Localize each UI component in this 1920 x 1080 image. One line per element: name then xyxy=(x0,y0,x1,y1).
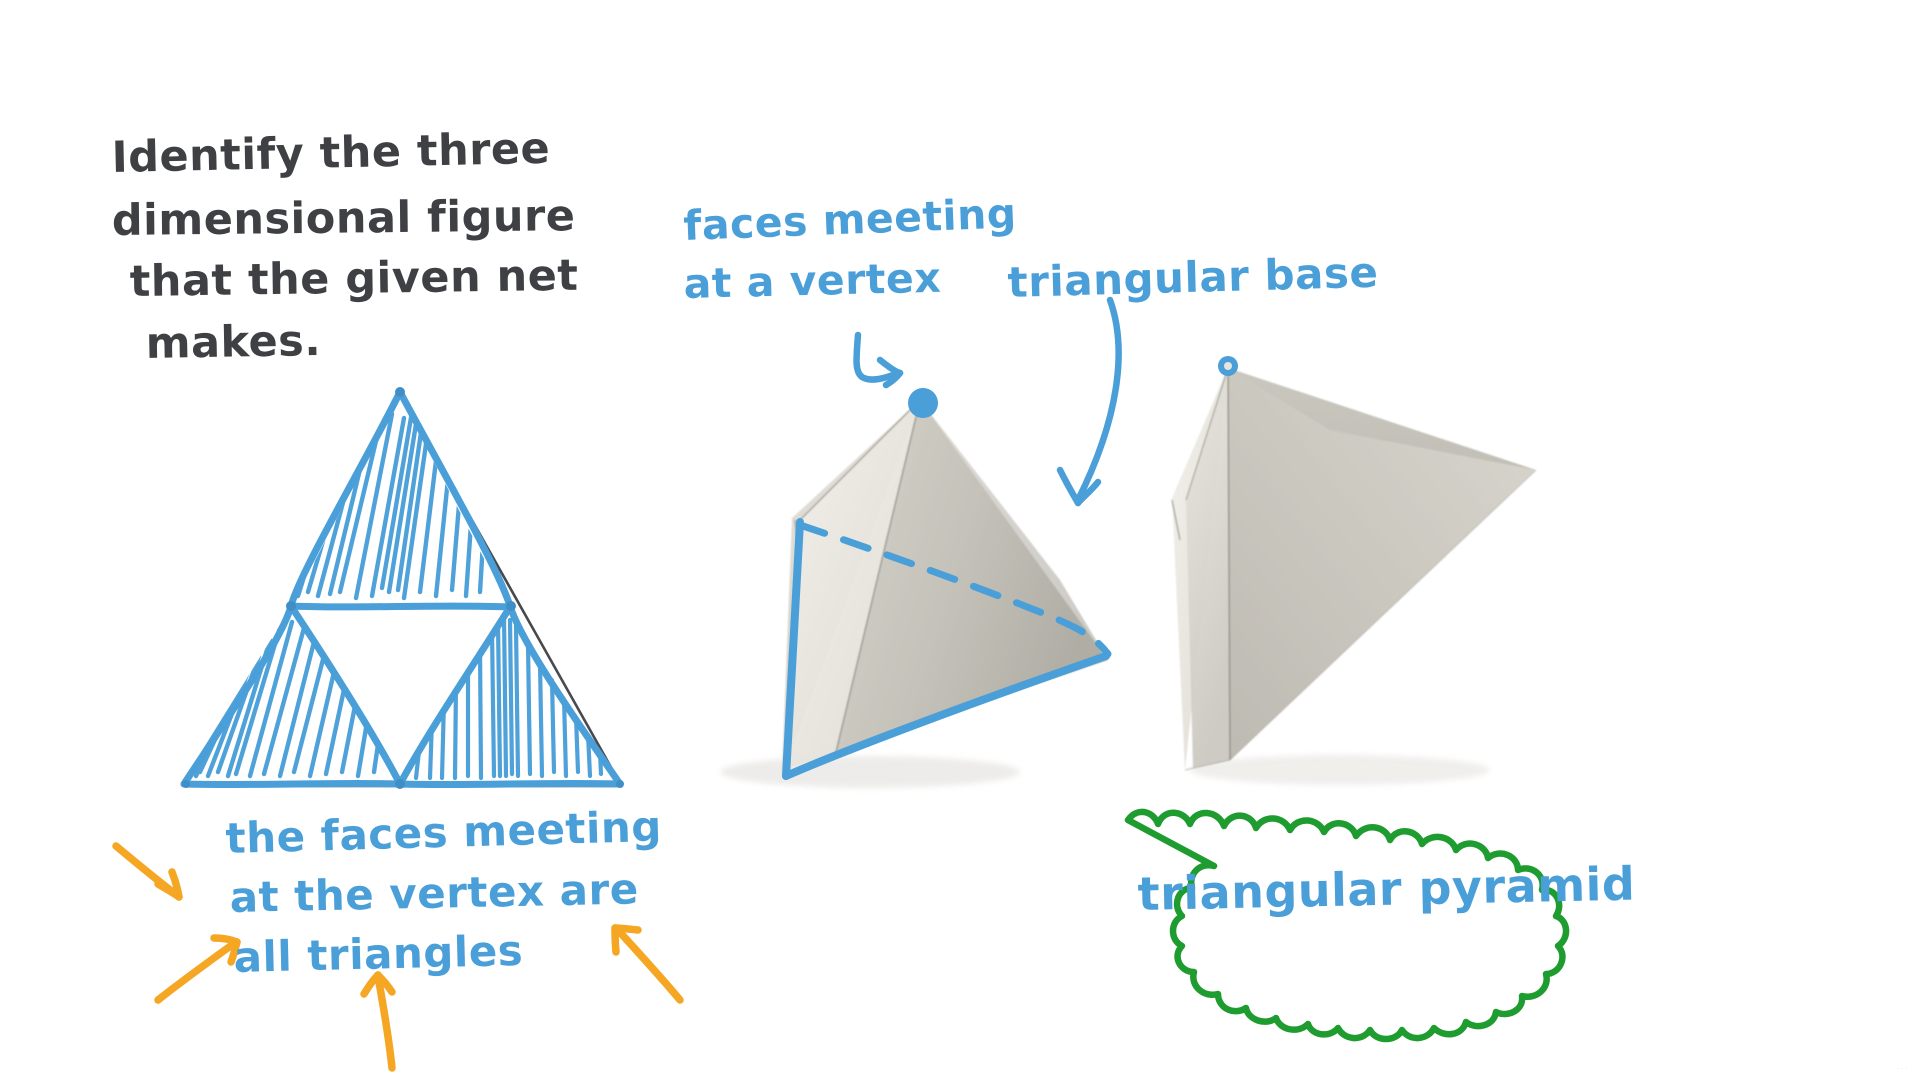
net-conclusion-line-1: the faces meeting xyxy=(225,802,663,863)
question-text: Identify the three dimensional figure th… xyxy=(111,124,579,369)
orange-arrow-3 xyxy=(360,971,396,1072)
orange-arrow-4 xyxy=(611,924,684,1004)
net-conclusion-line-2: at the vertex are xyxy=(229,864,639,922)
question-line-3: that the given net xyxy=(129,251,578,307)
pyramid-model-left xyxy=(720,399,1108,788)
orange-arrow-2 xyxy=(154,934,241,1004)
orange-arrow-1 xyxy=(112,842,183,901)
answer-text: triangular pyramid xyxy=(1137,857,1636,921)
base-solid-edges xyxy=(782,518,1110,780)
base-callout-arrow xyxy=(1056,296,1122,507)
net-conclusion-text: the faces meeting at the vertex are all … xyxy=(225,802,663,982)
apex-dot-highlight xyxy=(1224,362,1232,370)
pyramid-model-right xyxy=(1171,367,1537,785)
vertex-callout-line-2: at a vertex xyxy=(683,254,942,308)
wavy-cloud-outline xyxy=(1124,808,1570,1043)
vertex-callout-arrow xyxy=(853,331,904,389)
vertex-callout-line-1: faces meeting xyxy=(683,189,1018,250)
corner-watermark: · · · xyxy=(1896,1066,1908,1072)
base-callout-text: triangular base xyxy=(1007,248,1379,307)
base-callout-line-1: triangular base xyxy=(1007,248,1379,307)
net-conclusion-line-3: all triangles xyxy=(233,926,524,982)
question-line-1: Identify the three xyxy=(111,124,551,183)
apex-vertex-dot xyxy=(908,388,938,418)
vertex-callout-text: faces meeting at a vertex xyxy=(683,189,1018,308)
base-hidden-edge-dashed xyxy=(796,521,1112,658)
question-line-2: dimensional figure xyxy=(112,191,576,246)
net-vertex-marks xyxy=(182,387,624,789)
question-line-4: makes. xyxy=(145,316,321,369)
